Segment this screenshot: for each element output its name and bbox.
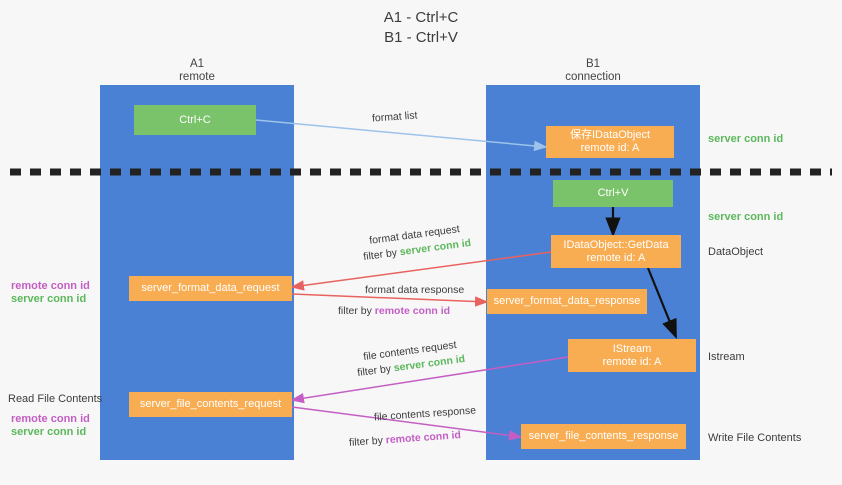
node-ctrl-v-label: Ctrl+V xyxy=(597,187,629,199)
node-istream[interactable]: IStream remote id: A xyxy=(568,339,696,372)
label-format-data-response-filter: filter by remote conn id xyxy=(338,305,450,318)
node-server-format-data-request-label: server_format_data_request xyxy=(141,282,280,294)
lane-header-a1: A1 remote xyxy=(100,58,294,84)
node-server-format-data-response-label: server_format_data_response xyxy=(493,295,641,307)
lane-header-b1-name: B1 xyxy=(585,58,601,70)
annotation-istream: Istream xyxy=(708,351,745,363)
node-server-file-contents-request-label: server_file_contents_request xyxy=(139,398,282,410)
annotation-left-remote-conn-id-1: remote conn id xyxy=(11,280,90,292)
node-ctrl-c[interactable]: Ctrl+C xyxy=(134,105,256,135)
label-format-data-response: format data response xyxy=(365,284,465,296)
node-server-file-contents-response-label: server_file_contents_response xyxy=(528,430,679,442)
annotation-server-conn-id-1: server conn id xyxy=(708,133,784,145)
node-server-format-data-response[interactable]: server_format_data_response xyxy=(487,289,647,314)
node-server-format-data-request[interactable]: server_format_data_request xyxy=(129,276,292,301)
title-line-2: B1 - Ctrl+V xyxy=(384,29,458,46)
annotation-left-remote-conn-id-2: remote conn id xyxy=(11,413,90,425)
label-file-contents-response-filter-prefix: filter by xyxy=(348,434,384,449)
label-file-contents-response-filter: filter by remote conn id xyxy=(349,429,462,450)
lane-header-a1-name: A1 xyxy=(189,58,205,70)
annotation-read-file-contents: Read File Contents xyxy=(8,393,103,405)
node-ctrl-v[interactable]: Ctrl+V xyxy=(553,180,673,207)
node-save-idataobject[interactable]: 保存IDataObject remote id: A xyxy=(546,126,674,158)
label-format-data-request-filter-prefix: filter by xyxy=(362,246,398,264)
lane-header-b1-subtitle: connection xyxy=(565,71,621,83)
label-format-list: format list xyxy=(371,109,418,125)
node-getdata[interactable]: IDataObject::GetData remote id: A xyxy=(551,235,681,268)
label-format-data-response-filter-prefix: filter by xyxy=(338,305,372,317)
node-istream-line2: remote id: A xyxy=(602,355,662,368)
lane-header-a1-subtitle: remote xyxy=(179,71,215,83)
node-istream-line1: IStream xyxy=(612,342,652,355)
node-server-file-contents-response[interactable]: server_file_contents_response xyxy=(521,424,686,449)
lane-header-b1: B1 connection xyxy=(486,58,700,84)
node-ctrl-c-label: Ctrl+C xyxy=(179,113,211,126)
label-format-data-response-filter-value: remote conn id xyxy=(374,305,451,317)
node-getdata-line1: IDataObject::GetData xyxy=(563,238,669,251)
title-line-1: A1 - Ctrl+C xyxy=(383,9,459,26)
label-file-contents-request-filter-prefix: filter by xyxy=(356,362,392,380)
page-title: A1 - Ctrl+C B1 - Ctrl+V xyxy=(0,8,842,48)
annotation-left-server-conn-id-2: server conn id xyxy=(11,426,87,438)
node-server-file-contents-request[interactable]: server_file_contents_request xyxy=(129,392,292,417)
label-file-contents-response: file contents response xyxy=(373,404,477,424)
node-save-idataobject-line1: 保存IDataObject xyxy=(569,129,651,141)
annotation-server-conn-id-2: server conn id xyxy=(708,211,784,223)
label-file-contents-response-filter-value: remote conn id xyxy=(385,429,462,447)
annotation-dataobject: DataObject xyxy=(708,246,764,258)
annotation-left-server-conn-id-1: server conn id xyxy=(11,293,87,305)
annotation-write-file-contents: Write File Contents xyxy=(708,432,802,444)
node-save-idataobject-line2: remote id: A xyxy=(580,142,640,154)
node-getdata-line2: remote id: A xyxy=(586,251,646,264)
